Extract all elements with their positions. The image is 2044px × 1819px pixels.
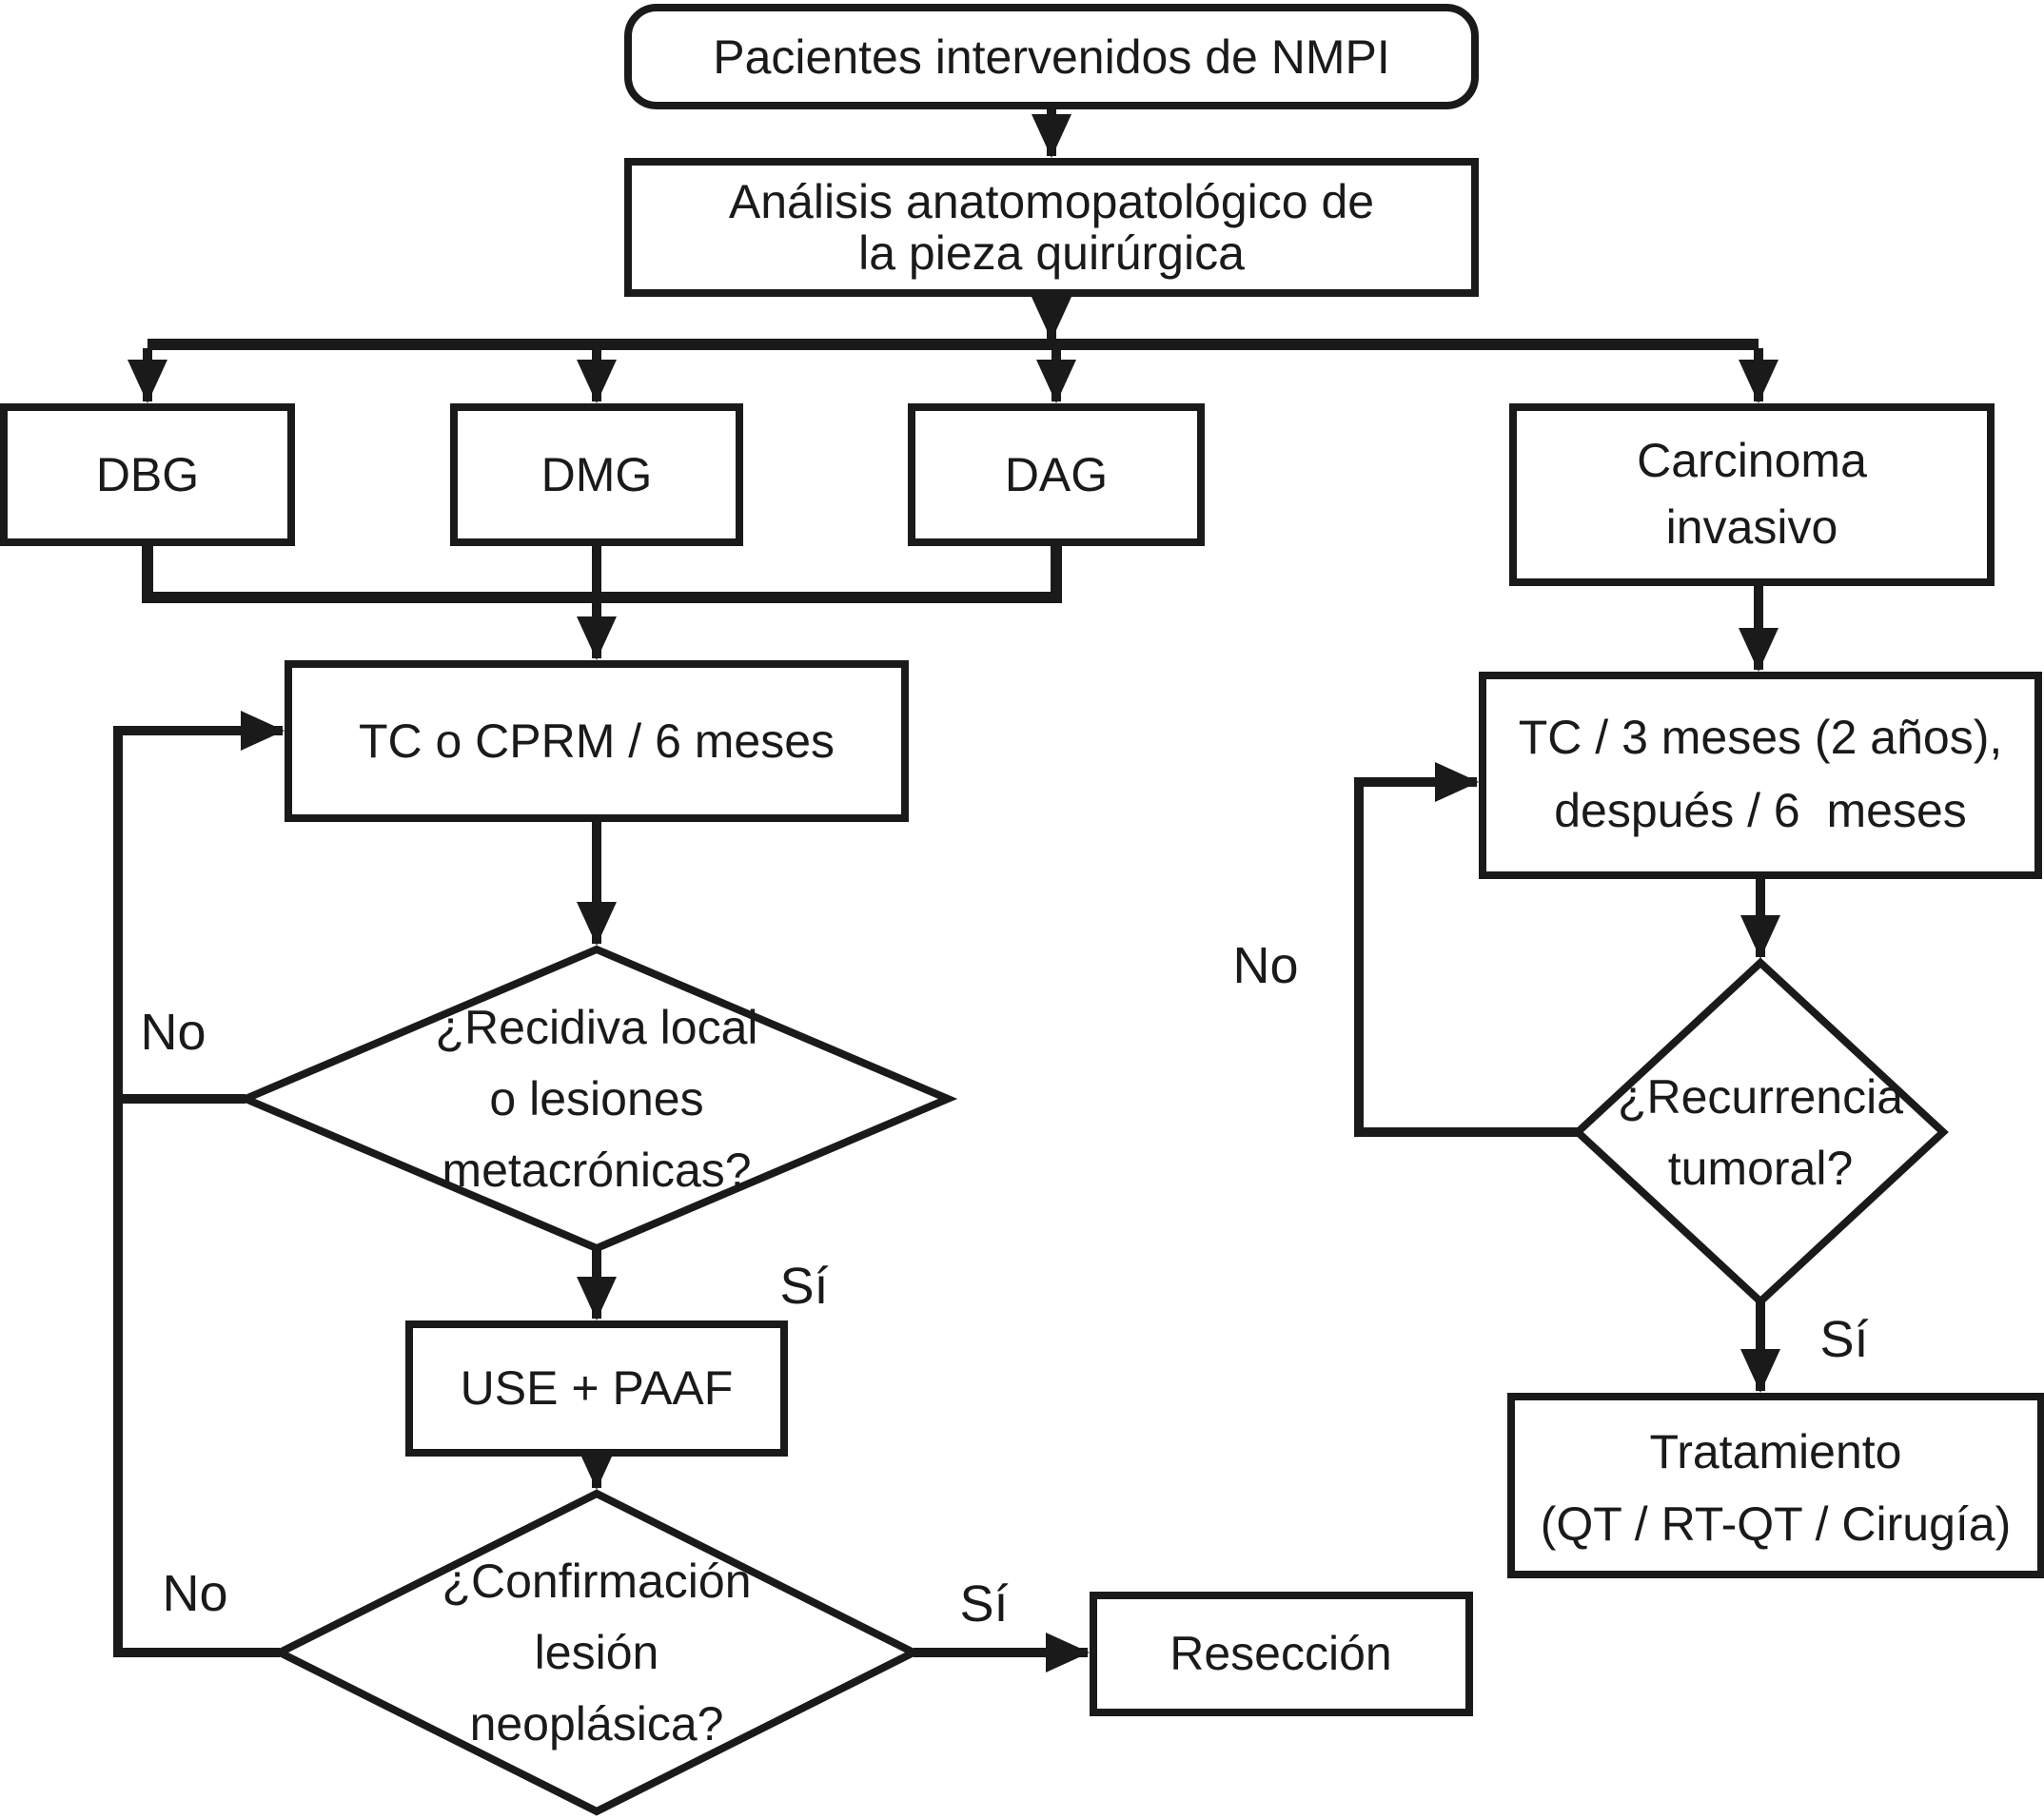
reseccion-node-label: Resección xyxy=(1169,1627,1391,1680)
edge-recurrencia-no-loop-to-tc-3-meses xyxy=(1354,762,1578,1137)
dag-node-shape xyxy=(908,403,1205,546)
recurrencia-label-line2: tumoral? xyxy=(1668,1142,1854,1195)
decision-recidiva: ¿Recidiva local o lesiones metacrónicas? xyxy=(235,945,958,1253)
dbg-node-label: DBG xyxy=(96,448,199,501)
tc-3-meses-node-shape xyxy=(1479,672,2042,879)
recurrencia-si-label: Sí xyxy=(1819,1311,1868,1368)
use-paaf-node-shape xyxy=(405,1320,788,1457)
start-node-shape xyxy=(624,4,1479,109)
dmg-node-label: DMG xyxy=(541,448,653,501)
confirmacion-no-label: No xyxy=(162,1565,227,1622)
tc-cprm-node-label: TC o CPRM / 6 meses xyxy=(359,714,835,768)
tc-cprm-node-shape xyxy=(285,660,909,822)
node-carcinoma-invasivo: Carcinoma invasivo xyxy=(1509,403,1995,586)
recidiva-diamond-shape xyxy=(235,945,958,1253)
analysis-node-shape xyxy=(624,158,1479,297)
node-analysis: Análisis anatomopatológico de la pieza q… xyxy=(624,158,1479,297)
edge-confirmacion-no-loop-to-tc-cprm xyxy=(113,711,285,1657)
tc-3-meses-label-line1: TC / 3 meses (2 años), xyxy=(1519,711,2003,764)
edge-dysplasia-merge-line xyxy=(142,542,1062,603)
node-tratamiento: Tratamiento (QT / RT-QT / Cirugía) xyxy=(1507,1393,2044,1578)
carcinoma-node-label-line2: invasivo xyxy=(1666,500,1838,554)
carcinoma-node-shape xyxy=(1509,403,1995,586)
tratamiento-node-shape xyxy=(1507,1393,2044,1578)
analysis-node-label-line1: Análisis anatomopatológico de xyxy=(729,175,1374,228)
analysis-node-label-line2: la pieza quirúrgica xyxy=(858,226,1245,280)
start-node-label: Pacientes intervenidos de NMPI xyxy=(713,30,1389,84)
confirmacion-si-label: Sí xyxy=(959,1575,1008,1633)
tratamiento-label-line1: Tratamiento xyxy=(1650,1425,1902,1478)
dmg-node-shape xyxy=(450,403,743,546)
node-dag: DAG xyxy=(908,403,1205,546)
dbg-node-shape xyxy=(0,403,295,546)
dag-node-label: DAG xyxy=(1005,448,1108,501)
reseccion-node-shape xyxy=(1090,1592,1473,1716)
tc-3-meses-label-line2: después / 6 meses xyxy=(1554,784,1967,837)
node-use-paaf: USE + PAAF xyxy=(405,1320,788,1457)
recurrencia-diamond-shape xyxy=(1572,957,1949,1307)
recidiva-label-line1: ¿Recidiva local xyxy=(435,1001,757,1054)
decision-confirmacion: ¿Confirmación lesión neoplásica? xyxy=(271,1489,922,1816)
recurrencia-label-line1: ¿Recurrencia xyxy=(1618,1070,1903,1124)
node-tc-3-meses: TC / 3 meses (2 años), después / 6 meses xyxy=(1479,672,2042,879)
node-tc-cprm: TC o CPRM / 6 meses xyxy=(285,660,909,822)
recidiva-label-line3: metacrónicas? xyxy=(442,1144,751,1197)
use-paaf-node-label: USE + PAAF xyxy=(461,1361,734,1415)
recidiva-label-line2: o lesiones xyxy=(489,1072,703,1125)
recidiva-si-label: Sí xyxy=(779,1258,828,1315)
decision-recurrencia: ¿Recurrencia tumoral? xyxy=(1572,957,1949,1307)
tratamiento-label-line2: (QT / RT-QT / Cirugía) xyxy=(1541,1497,2012,1551)
confirmacion-label-line2: lesión xyxy=(535,1626,659,1679)
recidiva-no-label: No xyxy=(140,1004,206,1061)
carcinoma-node-label-line1: Carcinoma xyxy=(1637,434,1867,487)
confirmacion-label-line3: neoplásica? xyxy=(470,1697,724,1751)
confirmacion-diamond-shape xyxy=(271,1489,922,1816)
node-dbg: DBG xyxy=(0,403,295,546)
node-dmg: DMG xyxy=(450,403,743,546)
recurrencia-no-label: No xyxy=(1232,937,1298,994)
confirmacion-label-line1: ¿Confirmación xyxy=(442,1555,751,1608)
node-start: Pacientes intervenidos de NMPI xyxy=(624,4,1479,109)
node-reseccion: Resección xyxy=(1090,1592,1473,1716)
